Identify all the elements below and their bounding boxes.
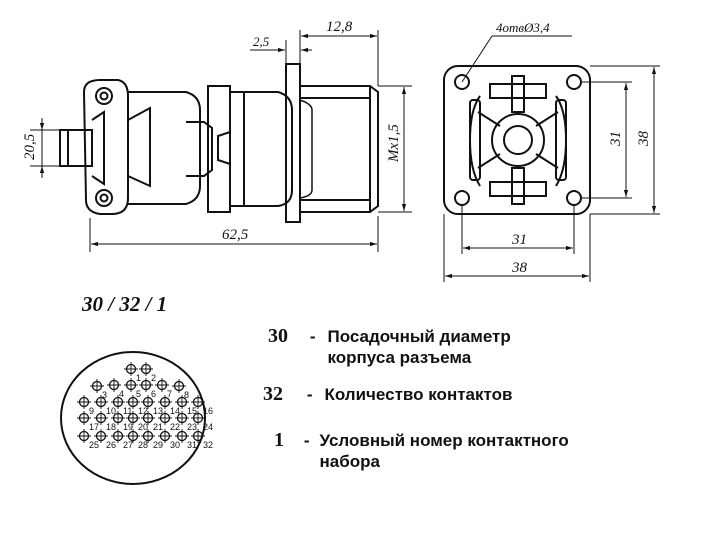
dim-length-label: 62,5 [222,227,249,243]
pin-crosshair [175,395,189,409]
pin-number: 11 [123,406,132,416]
legend-item-diameter: 30 - Посадочный диаметр корпуса разъема [268,326,511,368]
pin-crosshair [175,411,189,425]
pin-number: 7 [167,389,172,399]
pin-crosshair [141,411,155,425]
pin-number: 24 [203,422,213,432]
pin-crosshair [124,378,138,392]
legend-item-count: 32 - Количество контактов [263,384,512,405]
pin-crosshair [94,429,108,443]
pin-number: 16 [203,406,213,416]
pin-crosshair [90,379,104,393]
pin-crosshair [158,411,172,425]
pin-crosshair [141,395,155,409]
pin-number: 5 [136,389,141,399]
dim-width: 38 [511,260,528,276]
legend-text-line1: Количество контактов [324,385,513,404]
pin-crosshair [94,411,108,425]
pin-number: 10 [106,406,116,416]
dim-height-front: 38 [636,131,652,148]
pin-crosshair [94,395,108,409]
dim-flange-label: 2,5 [253,34,270,49]
pin-crosshair [124,362,138,376]
pin-number: 9 [89,406,94,416]
legend-dash: - [309,327,316,346]
pin-crosshair [77,429,91,443]
pin-number: 2 [151,373,156,383]
pin-crosshair [175,429,189,443]
pin-number: 20 [138,422,148,432]
connector-code: 30 / 32 / 1 [82,292,168,316]
dim-hole-spacing-v: 31 [608,131,624,147]
legend-key: 1 [274,429,284,451]
pin-crosshair [77,411,91,425]
pin-number: 19 [123,422,133,432]
pin-number: 15 [187,406,197,416]
pin-number: 28 [138,440,148,450]
pin-crosshair [107,378,121,392]
legend-item-set-number: 1 - Условный номер контактного набора [274,430,569,472]
pin-number: 14 [170,406,180,416]
pin-crosshair [111,395,125,409]
legend-text-line2: корпуса разъема [327,348,472,367]
pin-number: 31 [187,440,197,450]
pin-crosshair [111,429,125,443]
pin-crosshair [172,379,186,393]
pin-number: 23 [187,422,197,432]
pin-crosshair [191,429,205,443]
pin-number: 21 [153,422,163,432]
pin-crosshair [158,395,172,409]
pin-crosshair [141,429,155,443]
pin-number: 30 [170,440,180,450]
pin-number: 17 [89,422,99,432]
pin-crosshair [191,395,205,409]
pin-crosshair [126,411,140,425]
pin-crosshair [126,429,140,443]
dim-hole-spacing-h: 31 [511,232,527,248]
pin-number: 8 [184,390,189,400]
legend-dash: - [303,431,310,450]
pin-number: 22 [170,422,180,432]
pin-number: 6 [151,389,156,399]
legend-key: 32 [263,383,283,405]
pin-number: 1 [136,373,141,383]
pin-number: 29 [153,440,163,450]
pin-number: 32 [203,440,213,450]
dim-thread-label: Мх1,5 [386,124,402,163]
side-view [59,63,379,223]
pin-number: 27 [123,440,133,450]
legend-dash: - [306,385,313,404]
pin-number: 26 [106,440,116,450]
pin-crosshair [126,395,140,409]
pin-crosshair [139,362,153,376]
front-view [443,65,591,215]
pin-crosshair [158,429,172,443]
side-view-dimensions [30,30,412,252]
pin-number: 18 [106,422,116,432]
pin-crosshair [77,395,91,409]
pin-crosshair [155,378,169,392]
legend-text-line1: Посадочный диаметр [327,327,511,346]
pin-crosshair [111,411,125,425]
pin-number: 13 [153,406,163,416]
pin-crosshair [191,411,205,425]
pin-number: 12 [138,406,148,416]
holes-note: 4отвØ3,4 [496,20,550,35]
pin-number: 4 [119,389,124,399]
pin-crosshair [139,378,153,392]
pin-number: 25 [89,440,99,450]
legend-text-line2: набора [319,452,380,471]
dim-height-label: 20,5 [22,133,38,160]
legend-key: 30 [268,325,288,347]
dim-thread-length-label: 12,8 [326,19,353,35]
front-view-dimensions [443,35,660,282]
pin-number: 3 [102,390,107,400]
legend-text-line1: Условный номер контактного [319,431,569,450]
